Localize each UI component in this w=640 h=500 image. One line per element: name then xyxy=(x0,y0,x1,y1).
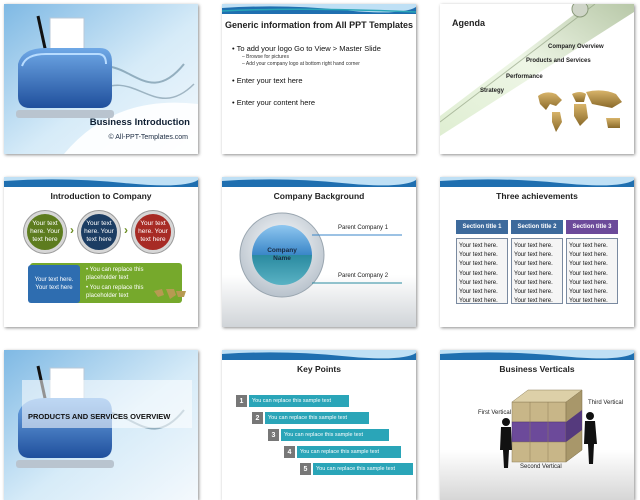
chevron-right-icon: › xyxy=(70,223,74,237)
third-vertical-label: Third Vertical xyxy=(588,400,624,406)
person-silhouette-icon xyxy=(584,412,597,464)
slide-1-subtitle: © All-PPT-Templates.com xyxy=(108,134,188,141)
slide-9-title: Business Verticals xyxy=(499,364,575,374)
header-swoosh xyxy=(440,177,634,187)
header-swoosh xyxy=(440,350,634,360)
printer-device-icon xyxy=(16,15,114,118)
intro-circle-green: Your text here. Your text here xyxy=(24,211,66,253)
second-vertical-label: Second Vertical xyxy=(520,464,562,470)
slide-thumbnail-1[interactable]: Business Introduction © All-PPT-Template… xyxy=(4,4,198,154)
slide-8-title: Key Points xyxy=(297,364,341,374)
company-name-label: Company Name xyxy=(267,247,297,262)
parent-company-1: Parent Company 1 xyxy=(338,225,389,231)
section-title-1: Section title 1 xyxy=(456,220,508,234)
mini-world-map-icon xyxy=(154,289,186,299)
slide-thumbnail-7[interactable]: PRODUCTS AND SERVICES OVERVIEW xyxy=(4,350,198,500)
chevron-right-icon: › xyxy=(124,223,128,237)
person-silhouette-icon xyxy=(500,418,512,468)
agenda-item-4: Strategy xyxy=(480,88,505,94)
intro-circle-navy: Your text here. Your text here xyxy=(78,211,120,253)
slide-thumbnail-2[interactable]: Generic information from All PPT Templat… xyxy=(222,4,416,154)
section-title-2: Section title 2 xyxy=(511,220,563,234)
slide-6-title: Three achievements xyxy=(496,191,578,201)
slide-thumbnail-4[interactable]: Introduction to Company Your text here. … xyxy=(4,177,198,327)
section-body-3: Your text here. Your text here. Your tex… xyxy=(566,238,618,304)
parent-company-2: Parent Company 2 xyxy=(338,273,389,279)
slide-thumbnail-6[interactable]: Three achievements Section title 1 Your … xyxy=(440,177,634,327)
slide-5-title: Company Background xyxy=(273,191,365,201)
green-bullet-2: • You can replace this placeholder text xyxy=(86,285,144,299)
slide-4-title: Introduction to Company xyxy=(50,191,152,201)
bullet-1: • To add your logo Go to View > Master S… xyxy=(232,44,381,53)
slide-thumbnail-3[interactable]: Agenda Company Overview Products and Ser… xyxy=(440,4,634,154)
sub-bullet-2: – Add your company logo at bottom right … xyxy=(242,61,360,67)
header-swoosh xyxy=(222,350,416,360)
header-swoosh xyxy=(222,177,416,187)
intro-blue-box: Your text here. Your text here xyxy=(28,265,80,303)
company-circle-diagram xyxy=(222,212,416,327)
title-overlay-band xyxy=(22,380,192,428)
bullet-2: • Enter your text here xyxy=(232,76,303,85)
slide-3-title: Agenda xyxy=(452,18,486,28)
sub-bullet-1: – Browse for pictures xyxy=(242,54,289,60)
world-map-icon xyxy=(538,90,622,132)
slide-thumbnail-8[interactable]: Key Points 1 You can replace this sample… xyxy=(222,350,416,500)
slide-thumbnail-5[interactable]: Company Background Company Name Parent C… xyxy=(222,177,416,327)
agenda-item-1: Company Overview xyxy=(548,44,604,50)
header-swoosh xyxy=(222,4,416,14)
first-vertical-label: First Vertical xyxy=(478,410,512,416)
slide-3-background xyxy=(440,4,634,136)
slide-7-title: PRODUCTS AND SERVICES OVERVIEW xyxy=(28,412,171,421)
intro-circle-red: Your text here. Your text here xyxy=(132,211,174,253)
section-title-3: Section title 3 xyxy=(566,220,618,234)
agenda-item-3: Performance xyxy=(506,74,543,80)
slide-2-title: Generic information from All PPT Templat… xyxy=(224,20,414,30)
agenda-item-2: Products and Services xyxy=(526,58,591,64)
header-swoosh xyxy=(4,177,198,187)
section-body-1: Your text here. Your text here. Your tex… xyxy=(456,238,508,304)
section-body-2: Your text here. Your text here. Your tex… xyxy=(511,238,563,304)
verticals-cube-diagram xyxy=(440,389,634,500)
slide-thumbnail-9[interactable]: Business Verticals First Vertical Second… xyxy=(440,350,634,500)
slide-1-title: Business Introduction xyxy=(89,117,190,128)
bullet-3: • Enter your content here xyxy=(232,98,316,107)
green-bullet-1: • You can replace this placeholder text xyxy=(86,267,144,281)
